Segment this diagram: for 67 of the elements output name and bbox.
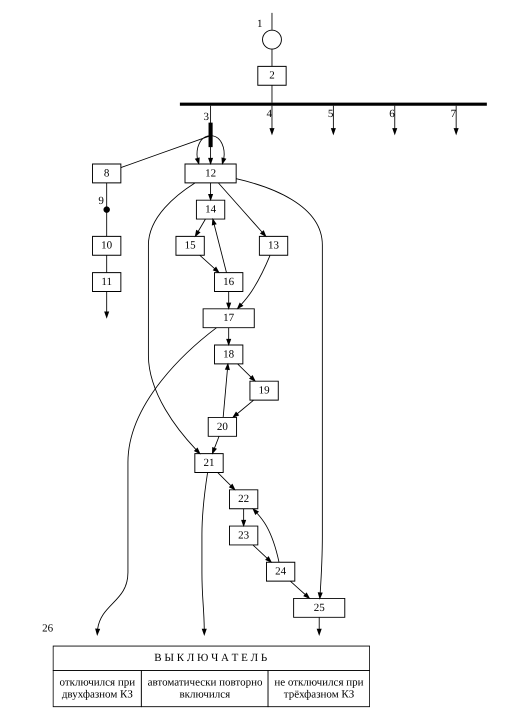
arrow [316, 617, 322, 636]
node-box: 2 [256, 66, 286, 86]
node-circle [102, 206, 110, 213]
connector [210, 105, 211, 124]
arrow [252, 544, 272, 563]
connector [120, 136, 209, 168]
arrow [216, 472, 236, 491]
node-label: 9 [98, 194, 104, 207]
arrow [252, 508, 279, 563]
arrow [289, 580, 310, 600]
node-label: 1 [256, 18, 262, 30]
connector [106, 182, 107, 208]
arrow [147, 182, 200, 454]
arrow [236, 255, 270, 310]
arrow [235, 178, 322, 600]
connector [271, 84, 272, 104]
edge-label: 6 [388, 108, 394, 120]
node-circle [262, 30, 282, 50]
arrow [453, 105, 458, 136]
arrow [330, 105, 336, 136]
connector [271, 12, 272, 30]
arrow [236, 364, 256, 382]
arrow [94, 327, 216, 636]
node-box: 20 [207, 416, 237, 437]
arrow [194, 218, 206, 238]
arrow [211, 436, 219, 455]
arrow [201, 472, 208, 636]
node-box: 21 [194, 453, 224, 473]
arrow [198, 254, 220, 274]
node-label: 26 [42, 622, 53, 635]
arrow [194, 135, 209, 166]
node-box: 19 [248, 380, 278, 401]
node-box: 14 [195, 200, 225, 220]
arrow [104, 291, 109, 319]
arrow [222, 362, 230, 418]
connector [106, 212, 107, 237]
node-box: 22 [228, 489, 258, 510]
node-box: 8 [92, 164, 121, 184]
node-box: 12 [184, 164, 236, 184]
edge-label: 4 [266, 108, 272, 120]
arrow [217, 182, 266, 238]
node-box: 23 [228, 526, 258, 546]
arrow [211, 135, 226, 166]
node-bar [208, 122, 212, 148]
node-box: 24 [266, 562, 295, 582]
node-box: 11 [92, 272, 121, 292]
node-box: 15 [174, 236, 204, 256]
edge-label: 5 [327, 108, 333, 120]
node-bar [179, 102, 486, 106]
node-box: 25 [292, 598, 345, 618]
node-box: 17 [202, 308, 254, 328]
arrow [240, 508, 246, 528]
node-box: 10 [92, 236, 121, 256]
arrow [226, 291, 231, 310]
arrow [208, 182, 213, 202]
arrow [208, 146, 213, 166]
connector [271, 48, 272, 67]
connector [106, 254, 107, 273]
arrow [268, 105, 274, 136]
arrow [211, 218, 226, 273]
node-label: 3 [203, 111, 209, 124]
arrow [232, 400, 254, 418]
node-box: 16 [214, 272, 243, 292]
arrow [392, 105, 397, 136]
node-box: 18 [214, 344, 243, 364]
arrow [226, 327, 231, 346]
node-box: 13 [258, 236, 288, 256]
